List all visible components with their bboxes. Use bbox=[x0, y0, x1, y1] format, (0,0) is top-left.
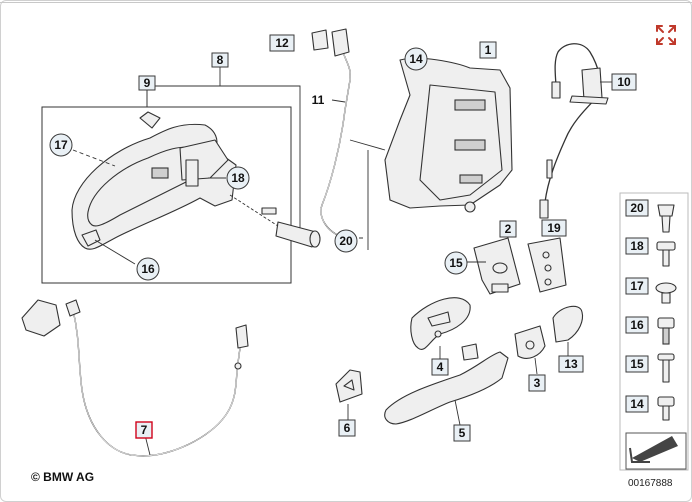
svg-text:12: 12 bbox=[275, 36, 289, 50]
top-divider bbox=[0, 2, 692, 3]
expand-arrows-icon[interactable] bbox=[655, 24, 677, 46]
legend-20[interactable]: 20 bbox=[625, 199, 649, 217]
svg-text:7: 7 bbox=[141, 423, 148, 437]
svg-text:17: 17 bbox=[54, 138, 68, 152]
callout-13[interactable]: 13 bbox=[558, 355, 584, 373]
wire-harness bbox=[21, 299, 249, 457]
leader-lock-bracket bbox=[349, 139, 386, 250]
svg-text:4: 4 bbox=[437, 360, 444, 374]
page-arrow-icon[interactable] bbox=[625, 432, 687, 470]
screw-legend-panel bbox=[619, 192, 689, 471]
diagram-id: 00167888 bbox=[628, 478, 673, 489]
callout-17[interactable]: 17 bbox=[49, 133, 73, 157]
callout-6[interactable]: 6 bbox=[338, 419, 356, 437]
callout-8[interactable]: 8 bbox=[211, 52, 229, 68]
callout-2[interactable]: 2 bbox=[499, 220, 517, 238]
callout-3[interactable]: 3 bbox=[528, 374, 546, 392]
striker-plate bbox=[467, 228, 521, 295]
svg-text:20: 20 bbox=[630, 201, 644, 215]
fastener-icons bbox=[655, 204, 677, 421]
svg-text:6: 6 bbox=[344, 421, 351, 435]
svg-text:19: 19 bbox=[547, 221, 561, 235]
svg-text:18: 18 bbox=[630, 239, 644, 253]
svg-text:11: 11 bbox=[312, 93, 325, 107]
mounting-plate bbox=[527, 228, 567, 293]
svg-text:13: 13 bbox=[564, 357, 578, 371]
svg-text:15: 15 bbox=[449, 256, 463, 270]
callout-16[interactable]: 16 bbox=[136, 257, 160, 281]
callout-20[interactable]: 20 bbox=[334, 229, 358, 253]
callout-4[interactable]: 4 bbox=[431, 358, 449, 376]
svg-text:14: 14 bbox=[630, 397, 644, 411]
legend-17[interactable]: 17 bbox=[625, 277, 649, 295]
legend-15[interactable]: 15 bbox=[625, 355, 649, 373]
svg-text:14: 14 bbox=[409, 52, 423, 66]
svg-text:2: 2 bbox=[505, 222, 512, 236]
callout-18[interactable]: 18 bbox=[226, 166, 250, 190]
svg-text:18: 18 bbox=[231, 171, 245, 185]
svg-text:15: 15 bbox=[630, 357, 644, 371]
callout-14[interactable]: 14 bbox=[404, 47, 428, 71]
svg-text:9: 9 bbox=[144, 76, 151, 90]
callout-19[interactable]: 19 bbox=[541, 219, 567, 237]
callout-11[interactable]: 11 bbox=[312, 93, 325, 107]
callout-15[interactable]: 15 bbox=[444, 251, 468, 275]
inner-handle-carrier bbox=[71, 111, 237, 250]
leader-17 bbox=[72, 149, 116, 167]
svg-text:8: 8 bbox=[217, 53, 224, 67]
legend-16[interactable]: 16 bbox=[625, 316, 649, 334]
handle-cover bbox=[335, 369, 363, 420]
callout-9[interactable]: 9 bbox=[138, 75, 156, 91]
outer-handle bbox=[384, 343, 509, 426]
handle-assembly-outline bbox=[41, 106, 292, 284]
copyright-text: © BMW AG bbox=[31, 470, 95, 484]
lock-cable bbox=[539, 43, 612, 219]
leader-16 bbox=[94, 239, 136, 265]
svg-text:16: 16 bbox=[141, 262, 155, 276]
callout-12[interactable]: 12 bbox=[269, 34, 295, 52]
svg-text:3: 3 bbox=[534, 376, 541, 390]
callout-10[interactable]: 10 bbox=[611, 73, 637, 91]
svg-text:16: 16 bbox=[630, 318, 644, 332]
svg-text:10: 10 bbox=[617, 75, 631, 89]
end-cap bbox=[552, 305, 584, 356]
outer-handle-gasket bbox=[410, 297, 471, 360]
svg-text:17: 17 bbox=[630, 279, 644, 293]
door-lock bbox=[384, 57, 513, 213]
callout-1[interactable]: 1 bbox=[479, 41, 497, 59]
legend-18[interactable]: 18 bbox=[625, 237, 649, 255]
svg-text:20: 20 bbox=[339, 234, 353, 248]
bowden-cable bbox=[311, 28, 351, 239]
svg-text:1: 1 bbox=[485, 43, 492, 57]
svg-text:5: 5 bbox=[459, 426, 466, 440]
cylinder-cap bbox=[514, 325, 546, 375]
release-rod bbox=[229, 194, 321, 248]
legend-14[interactable]: 14 bbox=[625, 395, 649, 413]
callout-5[interactable]: 5 bbox=[453, 424, 471, 442]
callout-7[interactable]: 7 bbox=[135, 421, 153, 439]
